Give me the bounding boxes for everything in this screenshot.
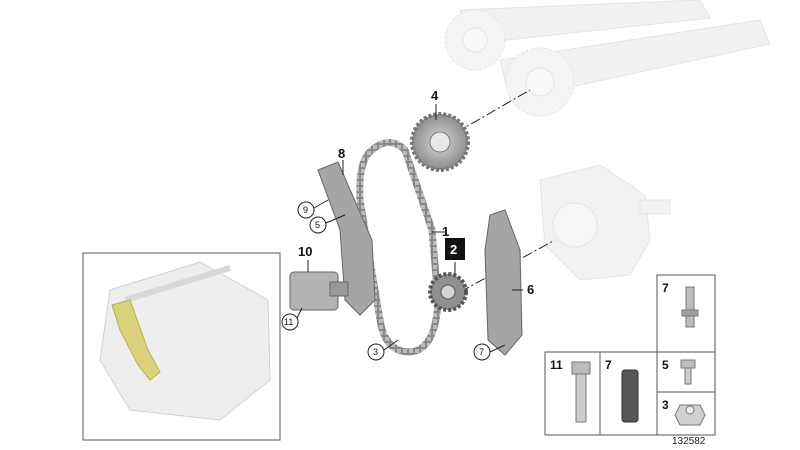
callout-11: 11 [284,317,293,327]
timing-chain [356,139,442,356]
callout-7-circle: 7 [473,343,491,361]
callout-2: 2 [450,242,457,257]
tensioning-rail [317,161,376,316]
chain-tensioner [289,271,349,311]
callout-2-badge: 2 [445,238,465,260]
callout-11-circle: 11 [281,313,299,331]
callout-3: 3 [373,347,378,357]
engine-inset [82,252,281,441]
parts-table-cell-3: 3 [662,398,669,412]
camshaft-ghost [444,0,771,117]
sleeve-pin [621,369,639,423]
diagram-id: 132582 [672,436,706,447]
callout-10: 10 [298,244,312,259]
guide-rail [484,209,523,356]
callout-8: 8 [338,146,345,161]
callout-5-circle: 5 [309,216,327,234]
crankshaft-sprocket [428,272,468,312]
parts-table-cell-7-top: 7 [662,281,669,295]
stud-bolt [681,286,699,328]
callout-3-circle: 3 [367,343,385,361]
callout-5: 5 [315,220,320,230]
parts-table-cell-11: 11 [550,358,563,372]
nut [674,404,706,426]
callout-1: 1 [442,224,449,239]
pump-ghost [539,164,671,281]
callout-9-circle: 9 [297,201,315,219]
small-bolt [680,359,696,385]
callout-leaders [295,104,523,353]
engine-timing-highlight [111,299,161,381]
callout-6: 6 [527,282,534,297]
callout-7: 7 [479,347,484,357]
callout-9: 9 [303,205,308,215]
hex-bolt [571,361,591,423]
parts-table-cell-5: 5 [662,358,669,372]
parts-table [544,274,716,436]
camshaft-sprocket [410,112,470,172]
parts-table-cell-7-mid: 7 [605,358,612,372]
callout-4: 4 [431,88,439,103]
